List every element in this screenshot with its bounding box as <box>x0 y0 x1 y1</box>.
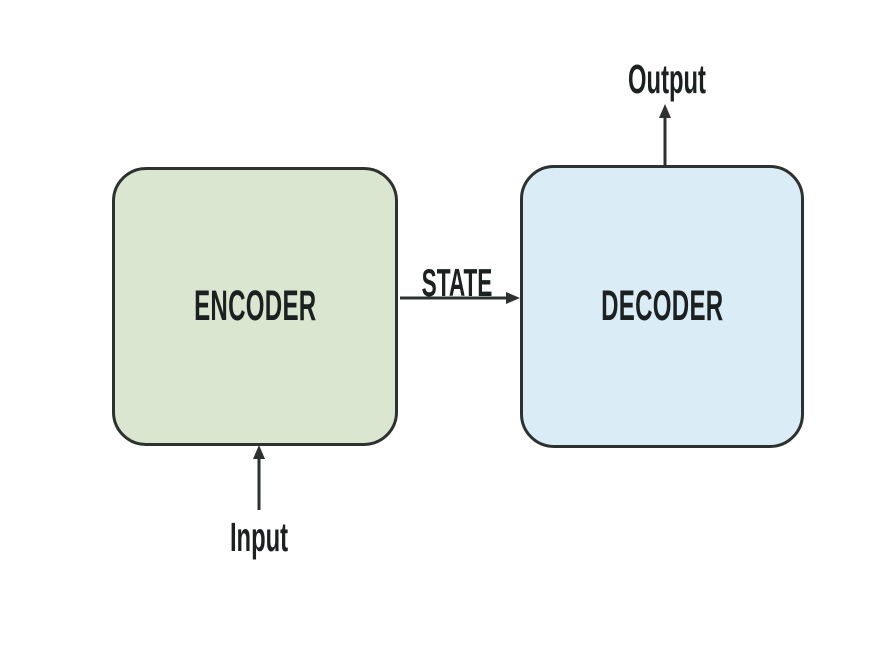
state-edge-label: STATE <box>421 262 493 305</box>
decoder-label: DECODER <box>600 282 724 330</box>
encoder-node: ENCODER <box>112 167 398 446</box>
encoder-label: ENCODER <box>193 282 317 330</box>
decoder-node: DECODER <box>520 165 804 448</box>
input-edge-label: Input <box>229 514 289 560</box>
output-edge-label: Output <box>628 56 706 102</box>
output-arrow <box>659 104 671 166</box>
input-arrow <box>253 445 265 510</box>
